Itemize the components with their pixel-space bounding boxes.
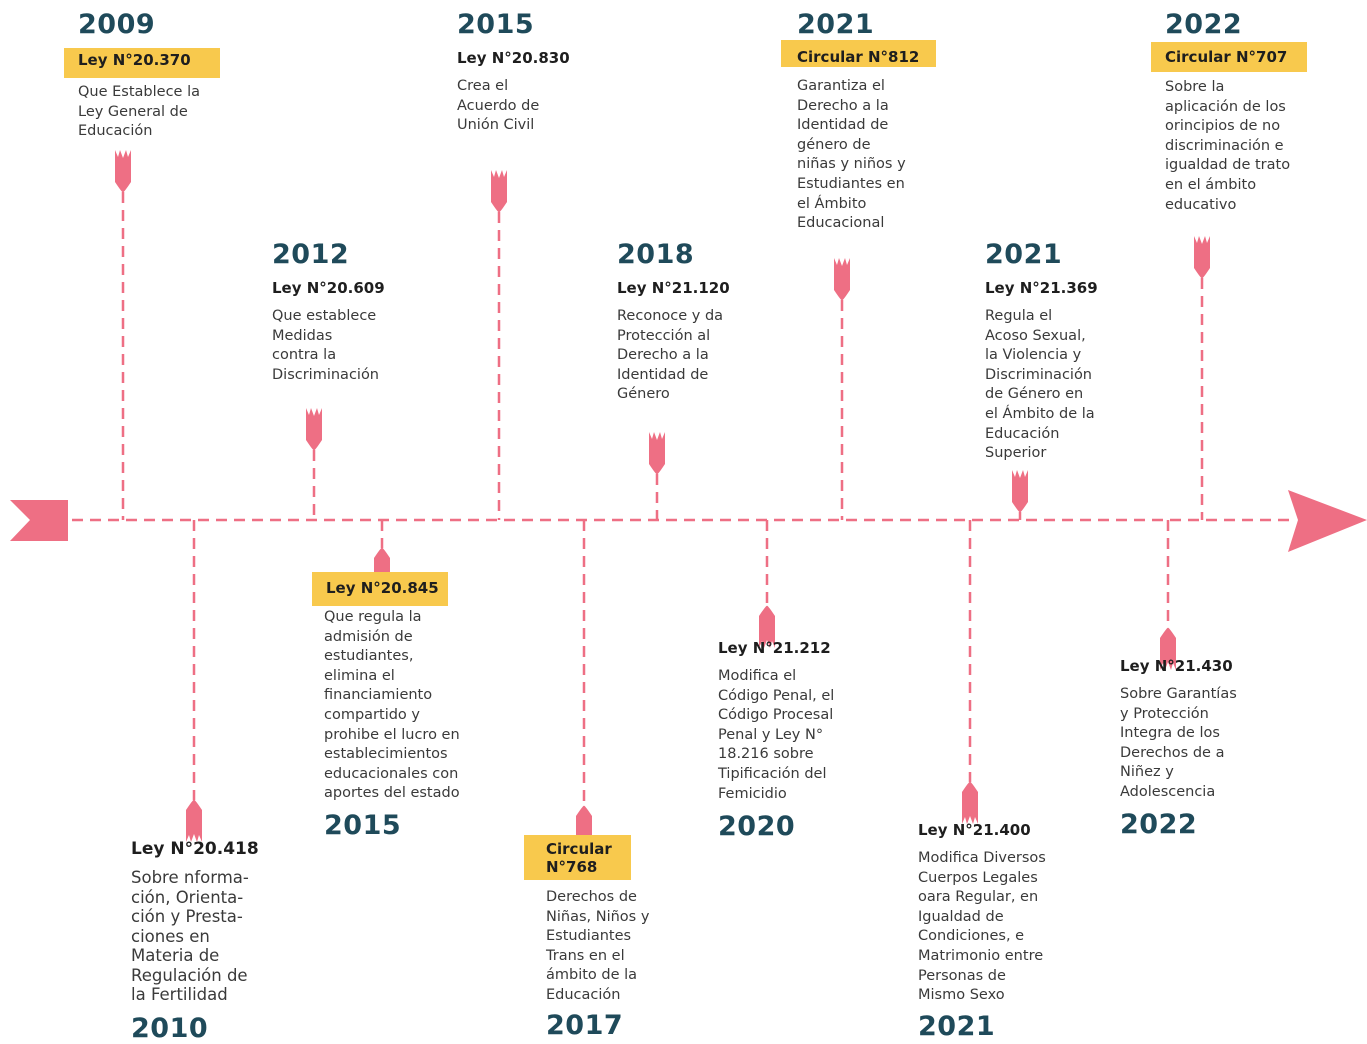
event-marker [186, 799, 202, 842]
law-description: Crea el Acuerdo de Unión Civil [457, 78, 540, 134]
event-marker [115, 150, 131, 193]
law-description: Sobre nforma- ción, Orienta- ción y Pres… [131, 868, 249, 1004]
law-description: Garantiza el Derecho a la Identidad de g… [797, 78, 906, 232]
law-label: Ley N°21.400 [918, 821, 1031, 839]
year-label: 2010 [131, 1013, 209, 1044]
law-description: Sobre la aplicación de los orincipios de… [1165, 79, 1291, 213]
year-label: 2022 [1165, 9, 1243, 40]
year-label: 2021 [918, 1011, 996, 1042]
law-description: Modifica Diversos Cuerpos Legales oara R… [918, 850, 1046, 1004]
law-label: Circular N°768 [524, 835, 631, 880]
event-marker [306, 408, 322, 451]
timeline-start-flag [10, 500, 68, 541]
law-description: Que Establece la Ley General de Educació… [78, 84, 200, 140]
year-label: 2012 [272, 239, 350, 270]
law-label: Ley N°20.418 [131, 839, 259, 859]
law-label: Ley N°20.845 [312, 572, 448, 606]
event-marker [649, 432, 665, 475]
year-label: 2017 [546, 1010, 624, 1041]
event-marker [1194, 236, 1210, 279]
law-label: Ley N°20.609 [272, 279, 385, 297]
law-description: Reconoce y da Protección al Derecho a la… [617, 308, 724, 403]
event-marker [834, 258, 850, 301]
year-label: 2015 [324, 810, 402, 841]
event-marker [1160, 627, 1176, 670]
event-marker [491, 170, 507, 213]
year-label: 2021 [985, 239, 1063, 270]
year-label: 2020 [718, 811, 796, 842]
law-label: Ley N°21.430 [1120, 657, 1233, 675]
year-label: 2015 [457, 9, 535, 40]
law-description: Que regula la admisión de estudiantes, e… [324, 609, 460, 802]
law-label: Ley N°21.369 [985, 279, 1098, 297]
law-description: Que establece Medidas contra la Discrimi… [272, 308, 380, 383]
law-description: Derechos de Niñas, Niños y Estudiantes T… [546, 889, 650, 1003]
law-label: Circular N°707 [1151, 42, 1307, 72]
event-marker [962, 781, 978, 824]
timeline-end-arrow [1288, 490, 1367, 552]
year-label: 2009 [78, 9, 156, 40]
law-label: Ley N°21.120 [617, 279, 730, 297]
event-marker [1012, 470, 1028, 513]
year-label: 2021 [797, 9, 875, 40]
law-label: Circular N°812 [781, 40, 936, 67]
law-description: Sobre Garantías y Protección Integra de … [1120, 686, 1237, 800]
event-marker [759, 605, 775, 648]
law-description: Regula el Acoso Sexual, la Violencia y D… [985, 308, 1095, 462]
law-label: Ley N°20.370 [64, 48, 220, 78]
law-label: Ley N°20.830 [457, 49, 570, 67]
law-description: Modifica el Código Penal, el Código Proc… [718, 668, 835, 802]
law-label: Ley N°21.212 [718, 639, 831, 657]
year-label: 2018 [617, 239, 695, 270]
year-label: 2022 [1120, 809, 1198, 840]
